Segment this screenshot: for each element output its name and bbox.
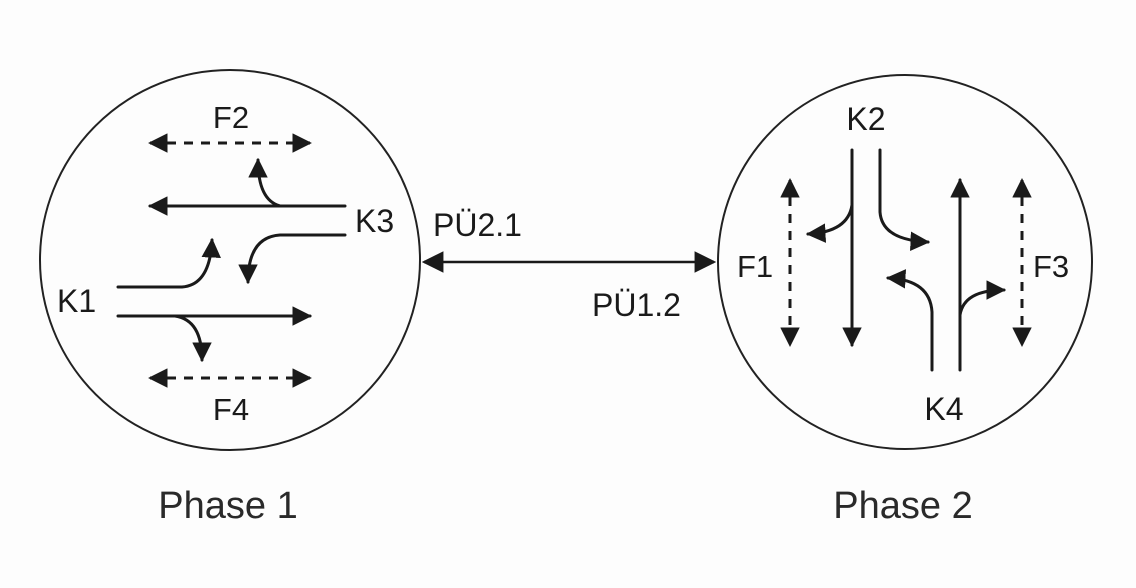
k3-turn-up-arrow bbox=[248, 158, 282, 208]
label-k4: K4 bbox=[924, 391, 963, 427]
phase-1-title: Phase 1 bbox=[158, 485, 297, 527]
phase-2-title: Phase 2 bbox=[833, 485, 972, 527]
k4-turn-right-arrow bbox=[958, 280, 1006, 317]
k1-turn-down-arrow bbox=[173, 314, 212, 362]
label-f2: F2 bbox=[213, 100, 249, 135]
label-k1: K1 bbox=[57, 283, 96, 319]
phase-1-circle bbox=[39, 69, 421, 451]
phase-2-circle bbox=[717, 74, 1093, 450]
k2-turn-left-arrow bbox=[806, 203, 854, 243]
label-k3: K3 bbox=[355, 203, 394, 239]
label-f3: F3 bbox=[1033, 249, 1069, 284]
label-f4: F4 bbox=[213, 392, 249, 427]
k1-turn-up-arrow bbox=[116, 238, 221, 289]
k3-turn-down-arrow bbox=[238, 233, 347, 284]
transition-group: PÜ2.1 PÜ1.2 bbox=[421, 207, 717, 323]
k2-turn-right-arrow bbox=[878, 148, 930, 251]
phase-2-group: F1 K2 K4 F3 Phase 2 bbox=[717, 74, 1093, 527]
k4-turn-left-arrow bbox=[886, 269, 934, 372]
label-k2: K2 bbox=[846, 101, 885, 137]
label-transition-2-1: PÜ2.1 bbox=[433, 207, 522, 243]
label-transition-1-2: PÜ1.2 bbox=[592, 287, 681, 323]
label-f1: F1 bbox=[737, 249, 773, 284]
phase-1-group: F2 K3 K1 F4 Phase 1 bbox=[39, 69, 421, 527]
